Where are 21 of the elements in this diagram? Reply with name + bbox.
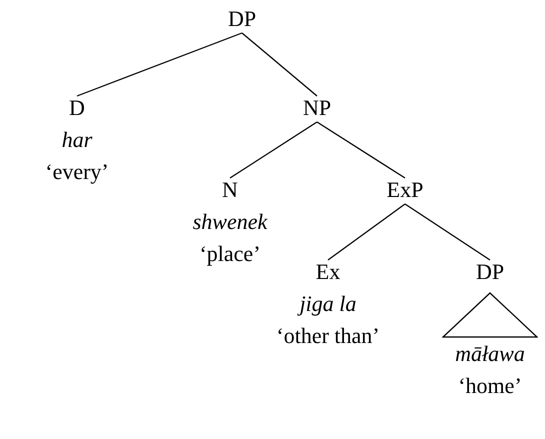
tree-branch bbox=[404, 204, 490, 260]
gloss-label: ‘home’ bbox=[458, 372, 522, 400]
tree-branch bbox=[230, 122, 318, 178]
word-label: har bbox=[62, 126, 92, 154]
category-label: D bbox=[69, 94, 85, 122]
category-label: DP bbox=[228, 5, 256, 33]
gloss-label: ‘every’ bbox=[45, 158, 109, 186]
category-label: DP bbox=[476, 258, 504, 286]
word-label: shwenek bbox=[192, 208, 268, 236]
gloss-label: ‘place’ bbox=[199, 240, 261, 268]
category-label: NP bbox=[302, 94, 332, 122]
category-label: Ex bbox=[316, 258, 340, 286]
tree-branch bbox=[242, 32, 318, 96]
gloss-label: ‘other than’ bbox=[276, 322, 380, 350]
word-label: jiga la bbox=[300, 288, 356, 320]
category-label: ExP bbox=[386, 176, 424, 204]
word-label: māława bbox=[455, 340, 525, 368]
tree-branch bbox=[328, 204, 406, 260]
category-label: N bbox=[222, 176, 238, 204]
tree-branch bbox=[76, 32, 242, 97]
tree-branch bbox=[316, 122, 406, 178]
